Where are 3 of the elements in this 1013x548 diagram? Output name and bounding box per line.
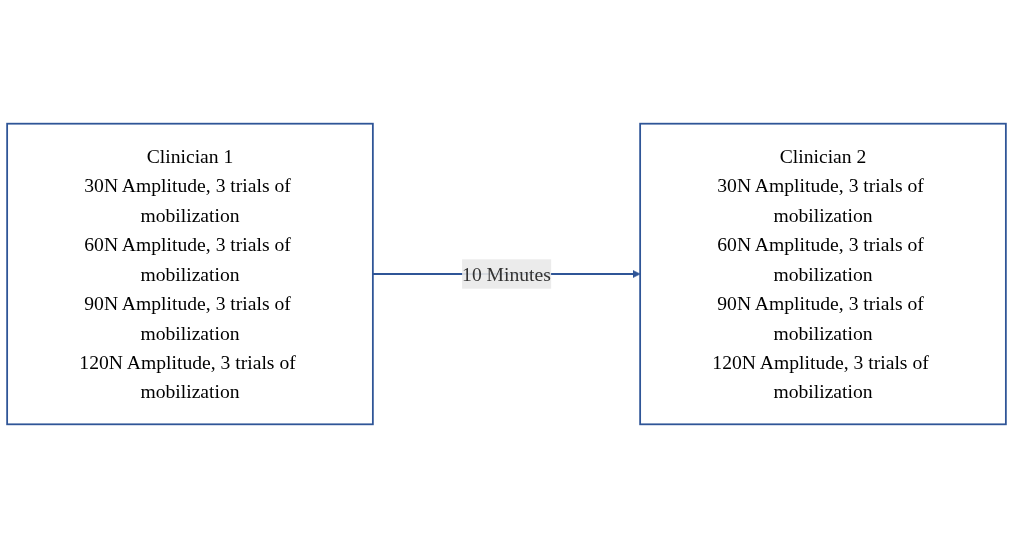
edge-label: 10 Minutes — [462, 262, 551, 286]
node-box: Clinician 1 30N Amplitude, 3 trials of mobilization 60N Amplitude, 3 trials of mobilization 90N Amplitude, 3 trials of mobilization 120N Amplitude, 3 trials of mobilization — [6, 122, 374, 426]
node-box: Clinician 2 30N Amplitude, 3 trials of mobilization 60N Amplitude, 3 trials of mobilization 90N Amplitude, 3 trials of mobilization 120N Amplitude, 3 trials of mobilization — [639, 122, 1007, 426]
